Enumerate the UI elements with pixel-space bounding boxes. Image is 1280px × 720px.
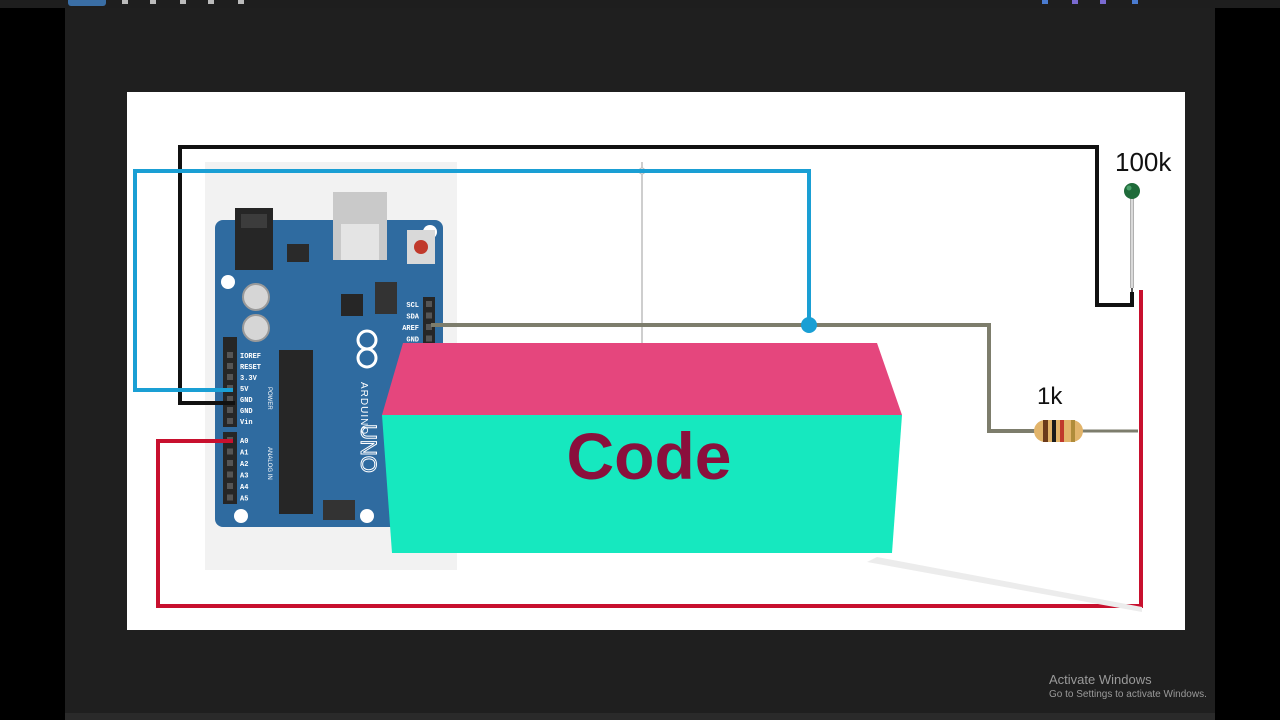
voltage-regulator <box>287 244 309 262</box>
resistor-1k[interactable] <box>1034 420 1083 442</box>
activation-subtitle: Go to Settings to activate Windows. <box>1049 689 1207 700</box>
toolbar-icon[interactable] <box>180 0 186 4</box>
header-pin[interactable] <box>227 494 233 501</box>
pin-label: AREF <box>402 325 419 333</box>
power-header <box>223 337 237 427</box>
toolbar-icon[interactable] <box>208 0 214 4</box>
code-block-top <box>382 343 902 415</box>
capacitor <box>242 314 270 342</box>
signal-wire[interactable] <box>431 323 1035 433</box>
pin-label: 5V <box>240 386 249 394</box>
5v-wire[interactable] <box>133 169 811 392</box>
pin-label: IOREF <box>240 353 261 361</box>
power-jack-top <box>241 214 267 228</box>
power-pin-labels: IOREF RESET 3.3V 5V GND GND Vin <box>227 352 261 427</box>
pin-label: A1 <box>240 450 248 458</box>
analog-header <box>223 432 237 504</box>
usb-connector-face <box>341 224 379 260</box>
header-pin[interactable] <box>227 483 233 489</box>
board-model: UNO <box>356 424 381 473</box>
pin-label: A2 <box>240 461 248 469</box>
header-pin[interactable] <box>426 324 432 330</box>
header-pin[interactable] <box>227 352 233 358</box>
usb-chip <box>341 294 363 316</box>
thermistor-100k[interactable] <box>1124 183 1140 292</box>
pin-label: 3.3V <box>240 375 258 383</box>
pin-label: A3 <box>240 473 248 481</box>
pin-label: RESET <box>240 364 261 372</box>
header-pin[interactable] <box>227 448 233 455</box>
pin-label: GND <box>240 397 253 405</box>
header-pin[interactable] <box>227 407 233 413</box>
reset-button-cap[interactable] <box>414 240 428 254</box>
mounting-hole <box>234 509 248 523</box>
header-pin[interactable] <box>227 418 233 424</box>
pin-label: A5 <box>240 496 248 504</box>
header-pin[interactable] <box>227 460 233 466</box>
pin-label: A4 <box>240 484 248 492</box>
header-pin[interactable] <box>227 396 233 402</box>
windows-activation-watermark: Activate Windows Go to Settings to activ… <box>1049 672 1207 702</box>
a0-wire[interactable] <box>156 290 1143 608</box>
toolbar-icon[interactable] <box>1132 0 1138 4</box>
resistor-label: 1k <box>1037 383 1063 410</box>
atmega-chip <box>279 350 313 514</box>
block-shadow <box>867 557 1142 612</box>
resistor-band <box>1052 420 1056 442</box>
thermistor-label: 100k <box>1115 147 1172 177</box>
active-tab-indicator[interactable] <box>68 0 106 6</box>
ground-wire[interactable] <box>178 145 1134 405</box>
toolbar-icon[interactable] <box>150 0 156 4</box>
header-pin[interactable] <box>426 301 432 307</box>
pin-label: Vin <box>240 419 253 427</box>
power-group-label: POWER <box>266 387 272 410</box>
resistor-band <box>1060 420 1064 442</box>
code-label: Code <box>567 419 732 493</box>
toolbar-icon[interactable] <box>1072 0 1078 4</box>
resistor-band <box>1043 420 1048 442</box>
digital-header <box>423 297 435 345</box>
header-pin[interactable] <box>426 335 432 342</box>
activation-title: Activate Windows <box>1049 672 1152 687</box>
capacitor <box>242 283 270 311</box>
icsp-header <box>323 500 355 520</box>
analog-group-label: ANALOG IN <box>266 447 272 480</box>
bottom-toolbar <box>65 713 1215 720</box>
digital-pin-labels: SCL SDA AREF GND <box>402 301 432 345</box>
toolbar-icon[interactable] <box>238 0 244 4</box>
thermistor-highlight <box>1126 185 1132 191</box>
top-toolbar <box>0 0 1280 8</box>
toolbar-icon[interactable] <box>1100 0 1106 4</box>
pin-label: GND <box>240 408 253 416</box>
header-pin[interactable] <box>426 312 432 319</box>
arduino-logo-icon <box>356 329 378 369</box>
icsp-header <box>375 282 397 314</box>
header-pin[interactable] <box>227 363 233 369</box>
toolbar-icon[interactable] <box>122 0 128 4</box>
board-brand: ARDUINO <box>358 382 369 435</box>
header-pin[interactable] <box>227 374 233 380</box>
pin-label: GND <box>406 337 419 345</box>
resistor-band <box>1071 420 1075 442</box>
wire-junction <box>801 317 817 333</box>
pin-label: A0 <box>240 438 248 446</box>
toolbar-icon[interactable] <box>1042 0 1048 4</box>
pin-label: SDA <box>406 314 419 322</box>
header-pin[interactable] <box>227 471 233 478</box>
code-block-front <box>382 415 902 553</box>
mounting-hole <box>360 509 374 523</box>
thermistor-bead <box>1124 183 1140 199</box>
code-block: Code <box>382 343 902 553</box>
pin-label: SCL <box>406 302 419 310</box>
mounting-hole <box>221 275 235 289</box>
